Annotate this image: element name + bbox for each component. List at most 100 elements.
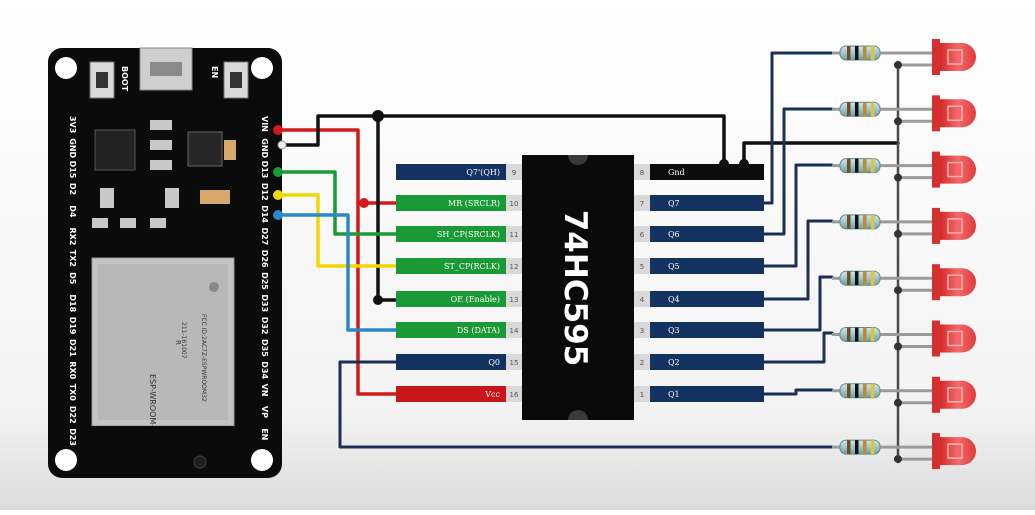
junction-dot (894, 229, 902, 238)
smd-part (224, 140, 236, 160)
esp32-board: BOOT EN FCC ID:2AC7Z-ESPWROOM32 211-1610… (48, 47, 282, 478)
resistor-band (863, 46, 867, 60)
esp32-left-pin-label: D5 (68, 272, 77, 285)
pin-number: 6 (640, 231, 645, 239)
pin-leg (634, 354, 650, 370)
wire-q7 (762, 51, 834, 205)
led-icon (940, 268, 976, 297)
pin-leg (506, 226, 522, 242)
pin-number: 16 (510, 391, 519, 399)
led-resistor-pair (832, 207, 976, 244)
resistor-band (847, 46, 851, 60)
antenna-area (92, 426, 234, 466)
pin-label: Q4 (668, 295, 680, 304)
smd-part (187, 131, 223, 167)
chip-body (522, 155, 634, 420)
pin-label: MR (SRCLR) (448, 199, 500, 208)
esp32-left-pin-label: D4 (68, 205, 77, 218)
smd-part (120, 218, 136, 228)
led-flange (932, 376, 940, 413)
esp32-left-pin-label: TX0 (68, 384, 77, 402)
resistor-band (847, 383, 851, 398)
led-flange (932, 95, 940, 132)
resistor-band (863, 214, 867, 229)
en-label: EN (210, 66, 219, 78)
pin-leg (506, 164, 522, 180)
pin-label: ST_CP(RCLK) (444, 262, 500, 271)
esp32-right-pin-label: VP (260, 406, 269, 418)
module-r: R (174, 340, 182, 345)
smd-part (165, 188, 179, 208)
pin-bar (396, 322, 506, 338)
esp32-right-pin-label: D25 (260, 272, 269, 290)
resistor-band (855, 440, 859, 455)
pin-label: Q0 (488, 358, 500, 367)
led-die (947, 443, 963, 459)
esp32-right-pin-label: D27 (260, 228, 269, 246)
pin-bar (650, 258, 764, 274)
esp32-right-pin-label: D13 (260, 161, 269, 179)
resistor-band (847, 440, 851, 455)
pin-leg (506, 195, 522, 211)
pin-bar (650, 354, 764, 370)
chip-pin-right: 3 Q3 (634, 322, 764, 338)
esp32-left-pin-label: D19 (68, 317, 77, 335)
smd-part (100, 188, 114, 208)
pin-dot-d13 (273, 167, 283, 177)
chip-pin-left: Q7'(QH)9 (396, 164, 522, 180)
junction-dot (894, 455, 902, 464)
module-dot-icon (209, 282, 219, 292)
module-serial: 211-161007 (180, 322, 187, 359)
smd-part (200, 190, 230, 204)
wire-gnd-top (280, 114, 726, 168)
pin-number: 14 (510, 327, 519, 335)
led-die (947, 274, 963, 290)
pin-bar (396, 386, 506, 402)
led-icon (940, 324, 976, 353)
esp32-left-pin-label: D15 (68, 161, 77, 179)
esp32-left-pin-label: 3V3 (68, 116, 77, 133)
pin-leg (506, 322, 522, 338)
resistor-band (871, 158, 875, 173)
led-die (947, 161, 963, 178)
led-resistor-pair (832, 433, 976, 470)
resistor-band (847, 271, 851, 286)
pin-number: 11 (510, 231, 519, 239)
junction-dot (894, 342, 902, 351)
resistor-band (847, 158, 851, 173)
pin-dot-vin (273, 125, 283, 135)
led-resistor-pair (832, 95, 976, 132)
wire-q1 (762, 388, 834, 396)
mount-hole (55, 449, 77, 471)
pin-number: 3 (640, 327, 644, 335)
pin-leg (506, 291, 522, 307)
pin-dot-gnd (277, 140, 287, 150)
resistor-band (847, 327, 851, 342)
resistor-band (855, 214, 859, 229)
chip-pin-left: ST_CP(RCLK)12 (396, 258, 522, 274)
led-icon (940, 437, 976, 466)
esp32-right-pin-label: D14 (260, 205, 269, 223)
pin-leg (634, 322, 650, 338)
junction-dot (894, 61, 902, 69)
esp32-right-pin-label: GND (260, 138, 269, 158)
pin-label: Q3 (668, 326, 680, 335)
esp32-left-pin-label: D23 (68, 428, 77, 446)
wires (276, 51, 900, 464)
pin-label: SH_CP(SRCLK) (437, 230, 500, 239)
led-resistor-pair (832, 39, 976, 75)
pin-bar (650, 226, 764, 242)
esp32-left-pin-label: D21 (68, 339, 77, 357)
chip-label: 74HC595 (557, 210, 593, 367)
shift-register-chip: 74HC595 (522, 155, 634, 420)
led-icon (940, 99, 976, 128)
pin-bar (396, 195, 506, 211)
pin-bar (650, 386, 764, 402)
pin-leg (506, 258, 522, 274)
resistor-band (847, 214, 851, 229)
wire-q4 (762, 219, 834, 301)
resistor-band (855, 383, 859, 398)
